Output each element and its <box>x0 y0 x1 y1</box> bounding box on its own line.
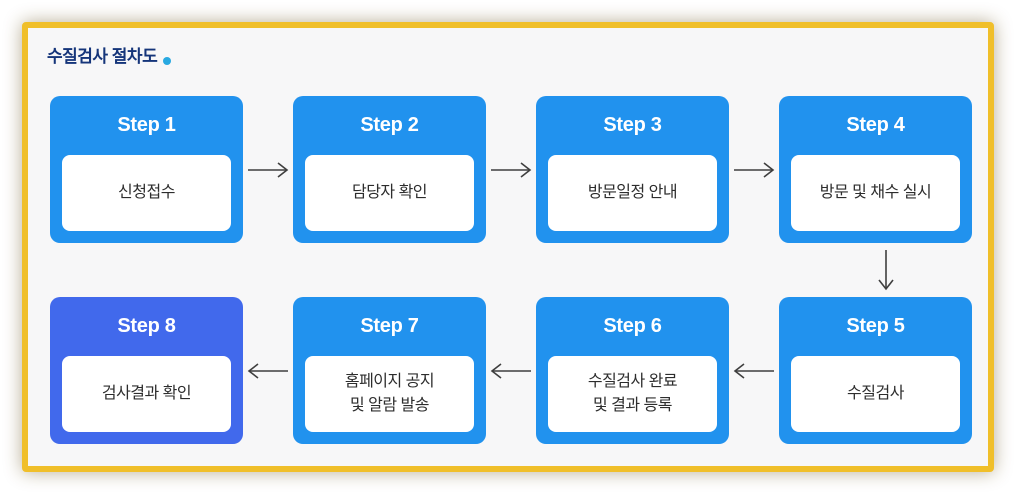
step-box-6: Step 6 수질검사 완료 및 결과 등록 <box>536 297 729 444</box>
step-box-4: Step 4 방문 및 채수 실시 <box>779 96 972 243</box>
step-5-label: Step 5 <box>846 315 905 337</box>
flowchart-panel: 수질검사 절차도 Step 1 신청접수 Step 2 담당자 확인 <box>22 22 994 472</box>
step-7-text: 홈페이지 공지 및 알람 발송 <box>305 356 474 432</box>
step-box-1: Step 1 신청접수 <box>50 96 243 243</box>
arrow-left-icon <box>243 297 293 444</box>
step-2-text: 담당자 확인 <box>305 155 474 231</box>
step-4-label: Step 4 <box>846 114 905 136</box>
arrow-right-icon <box>243 96 293 243</box>
flow-row-connector <box>50 243 1010 297</box>
step-1-text: 신청접수 <box>62 155 231 231</box>
step-3-text: 방문일정 안내 <box>548 155 717 231</box>
step-box-5: Step 5 수질검사 <box>779 297 972 444</box>
step-box-8: Step 8 검사결과 확인 <box>50 297 243 444</box>
step-6-text: 수질검사 완료 및 결과 등록 <box>548 356 717 432</box>
step-8-label: Step 8 <box>117 315 176 337</box>
page-title: 수질검사 절차도 <box>47 47 158 66</box>
flow-row-bottom: Step 8 검사결과 확인 Step 7 홈페이지 공지 및 알람 발송 <box>50 297 972 444</box>
step-4-text: 방문 및 채수 실시 <box>791 155 960 231</box>
step-8-text: 검사결과 확인 <box>62 356 231 432</box>
step-box-3: Step 3 방문일정 안내 <box>536 96 729 243</box>
step-3-label: Step 3 <box>603 114 662 136</box>
arrow-right-icon <box>729 96 779 243</box>
arrow-right-icon <box>486 96 536 243</box>
step-box-2: Step 2 담당자 확인 <box>293 96 486 243</box>
title-dot-icon <box>163 57 172 65</box>
step-1-label: Step 1 <box>117 114 176 136</box>
panel-title-row: 수질검사 절차도 <box>47 42 172 67</box>
step-6-label: Step 6 <box>603 315 662 337</box>
step-2-label: Step 2 <box>360 114 419 136</box>
arrow-left-icon <box>486 297 536 444</box>
step-box-7: Step 7 홈페이지 공지 및 알람 발송 <box>293 297 486 444</box>
step-7-label: Step 7 <box>360 315 419 337</box>
flow-row-top: Step 1 신청접수 Step 2 담당자 확인 <box>50 96 972 243</box>
arrow-down-icon <box>875 248 897 292</box>
step-5-text: 수질검사 <box>791 356 960 432</box>
arrow-left-icon <box>729 297 779 444</box>
